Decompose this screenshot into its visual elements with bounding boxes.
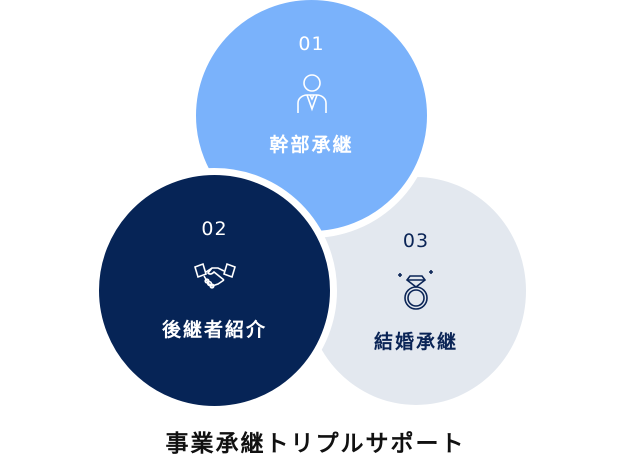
circle-label: 後継者紹介 [161, 319, 267, 341]
circle-successor-introduction: 02 後継者紹介 [92, 168, 337, 413]
circle-number: 02 [201, 218, 228, 240]
circle-marriage-succession: 03 結婚承継 [299, 170, 533, 412]
businessman-icon [296, 74, 327, 113]
circle-number: 01 [298, 33, 325, 55]
circle-number: 03 [402, 230, 430, 252]
circle-label: 幹部承継 [269, 134, 354, 156]
ring-icon [398, 270, 433, 310]
handshake-icon [193, 262, 236, 289]
circle-label: 結婚承継 [373, 331, 458, 353]
diagram-title: 事業承継トリプルサポート [165, 431, 466, 457]
